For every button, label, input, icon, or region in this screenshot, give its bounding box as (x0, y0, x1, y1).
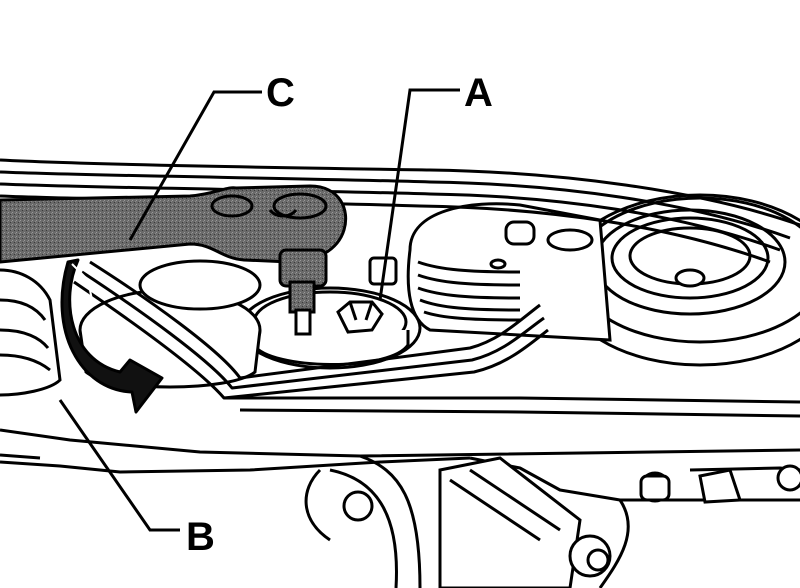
leader-lines (58, 88, 460, 532)
leader-line-a (378, 88, 460, 301)
engine-housing (0, 428, 800, 588)
left-pulley (0, 268, 62, 397)
callout-label-a: A (464, 71, 493, 115)
leader-line-b (58, 399, 180, 532)
serpentine-belt (0, 158, 800, 418)
tensioner-roller (238, 256, 422, 370)
alternator-pulley (406, 202, 612, 342)
callout-label-b: B (186, 515, 215, 559)
curved-arrow-icon (60, 258, 164, 414)
tensioner-bolt (336, 300, 384, 334)
socket-extension (278, 248, 328, 336)
ratchet-wrench (0, 184, 348, 264)
sensor-plug (438, 456, 612, 588)
mounting-bracket (304, 464, 800, 542)
callout-label-c: C (266, 71, 295, 115)
leader-line-c (128, 90, 262, 241)
